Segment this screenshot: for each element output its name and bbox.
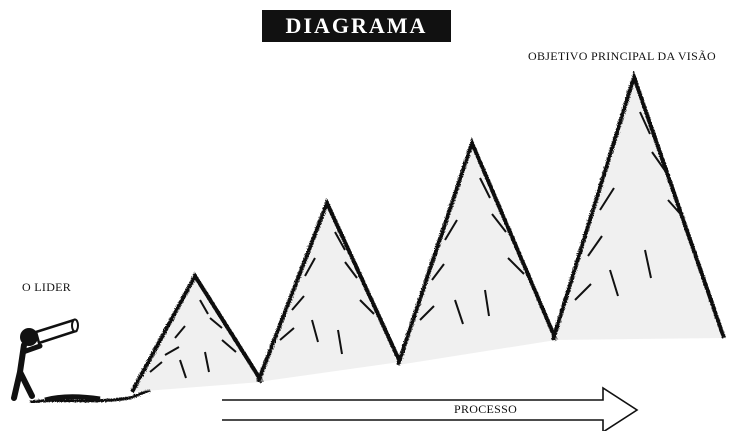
leader-with-telescope-icon [14,320,78,399]
process-arrow-icon [222,388,637,431]
mountain-peak-2 [258,203,400,382]
process-label: PROCESSO [454,402,517,417]
leader-label: O LIDER [22,280,71,295]
mountain-peak-3 [398,143,556,365]
mountain-peak-1 [132,276,262,392]
goal-label: OBJETIVO PRINCIPAL DA VISÃO [528,49,716,64]
diagram-title: DIAGRAMA [262,10,451,42]
mountain-peak-4 [553,77,724,340]
